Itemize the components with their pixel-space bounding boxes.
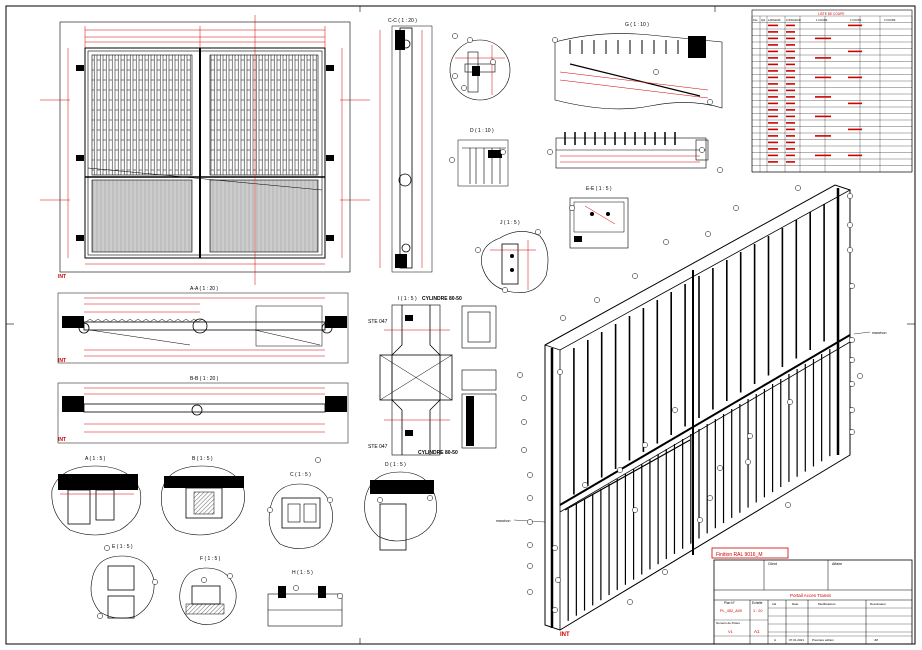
detail-e: E ( 1 : 5 ) — [90, 544, 155, 619]
detail-a: A ( 1 : 5 ) — [51, 456, 142, 536]
row-dessin: JM — [874, 638, 879, 642]
part-bubbles — [97, 33, 863, 619]
detail-d5-title: D ( 1 : 5 ) — [385, 462, 406, 468]
front-int-label: INT — [58, 274, 66, 280]
cut-list-header: LONGUEUR — [786, 18, 801, 22]
finition-label: Finition RAL 9016_M — [716, 552, 763, 558]
detail-c-title: C ( 1 : 5 ) — [290, 472, 311, 478]
detail-f: F ( 1 : 5 ) — [179, 556, 237, 625]
section-aa-title: A-A ( 1 : 20 ) — [190, 286, 218, 292]
detail-i: I ( 1 : 5 ) CYLINDRE 80-50 STE 047 STE 0… — [368, 296, 497, 456]
detail-d10-title: D ( 1 : 10 ) — [470, 128, 494, 134]
section-bb-title: B-B ( 1 : 20 ) — [190, 376, 219, 382]
row-ind: A — [774, 638, 776, 642]
cut-list-header: 1 COUPE — [816, 18, 828, 22]
plan-value: PL_452_A00 — [720, 609, 742, 613]
section-cc: C-C ( 1 : 20 ) — [379, 18, 433, 273]
modif-label: Modifications — [818, 602, 836, 606]
detail-circle-d — [449, 39, 511, 101]
detail-h-title: H ( 1 : 5 ) — [292, 570, 313, 576]
detail-ee: E-E ( 1 : 5 ) — [569, 186, 629, 249]
section-aa: A-A ( 1 : 20 ) INT — [57, 286, 349, 364]
section-mid-right — [555, 132, 709, 169]
detail-a-title: A ( 1 : 5 ) — [85, 456, 106, 462]
iso-annot-left: manchon — [496, 519, 510, 523]
detail-f-title: F ( 1 : 5 ) — [200, 556, 221, 562]
cut-list-header: 2 COUPE — [850, 18, 862, 22]
detail-g: G ( 1 : 10 ) — [554, 22, 723, 110]
detail-j-title: J ( 1 : 5 ) — [500, 220, 520, 226]
iso-upper-slats — [573, 204, 825, 495]
detail-i-ste-bottom: STE 047 — [368, 444, 388, 450]
detail-i-cyl-top: CYLINDRE 80-50 — [422, 296, 462, 302]
detail-i-ste-top: STE 047 — [368, 319, 388, 325]
drawing-title: Portail Acces Transit — [790, 593, 832, 598]
client-label: Client — [768, 562, 777, 566]
section-bb-int: INT — [58, 437, 66, 443]
row-modif: Première édition — [812, 638, 834, 642]
detail-b: B ( 1 : 5 ) — [161, 456, 245, 536]
scale-label: Echelle — [752, 601, 763, 605]
dessin-label: Dessinateur — [870, 602, 886, 606]
iso-annot-right: manchon — [872, 331, 886, 335]
plan-label: Plan N° — [724, 601, 736, 605]
cut-list-header: 3 COUPE — [884, 18, 896, 22]
scale-value: 1 : 20 — [753, 609, 763, 613]
front-elevation: INT — [40, 15, 370, 285]
cut-list-header: Qté — [761, 18, 766, 22]
detail-j: J ( 1 : 5 ) — [481, 220, 549, 293]
detail-e-title: E ( 1 : 5 ) — [112, 544, 133, 550]
revision-value: V1 — [728, 629, 734, 634]
affaire-label: Affaire — [832, 562, 842, 566]
sheet-border — [5, 5, 916, 645]
finition-box: Finition RAL 9016_M — [711, 547, 789, 559]
format-value: A1 — [754, 629, 760, 634]
detail-c: C ( 1 : 5 ) — [268, 472, 333, 549]
cut-list-title: LISTE DE COUPE — [818, 12, 844, 16]
detail-ee-title: E-E ( 1 : 5 ) — [586, 186, 612, 192]
detail-i-title: I ( 1 : 5 ) — [398, 296, 417, 302]
detail-i-cyl-bottom: CYLINDRE 80-50 — [418, 450, 458, 456]
section-cc-title: C-C ( 1 : 20 ) — [388, 18, 417, 24]
iso-gate: INT manchon manchon — [496, 184, 886, 638]
cut-list-header: Pos — [753, 18, 758, 22]
row-date: 07.01.2021 — [789, 638, 804, 642]
iso-int-label: INT — [560, 632, 570, 638]
detail-h: H ( 1 : 5 ) — [267, 570, 343, 627]
iso-lower-slats — [567, 349, 831, 621]
section-bb: B-B ( 1 : 20 ) INT — [57, 376, 349, 444]
section-aa-int: INT — [58, 358, 66, 364]
revision-label: Numéro de Polies — [716, 621, 740, 625]
detail-d5: D ( 1 : 5 ) — [364, 462, 437, 551]
cut-list-header: LARGEUR — [768, 18, 781, 22]
detail-b-title: B ( 1 : 5 ) — [192, 456, 213, 462]
title-block: Client Affaire Portail Acces Transit Pla… — [713, 559, 913, 645]
ind-label: Ind — [772, 602, 777, 606]
date-label: Date — [792, 602, 799, 606]
detail-g-title: G ( 1 : 10 ) — [625, 22, 649, 28]
detail-d10: D ( 1 : 10 ) — [457, 128, 509, 187]
